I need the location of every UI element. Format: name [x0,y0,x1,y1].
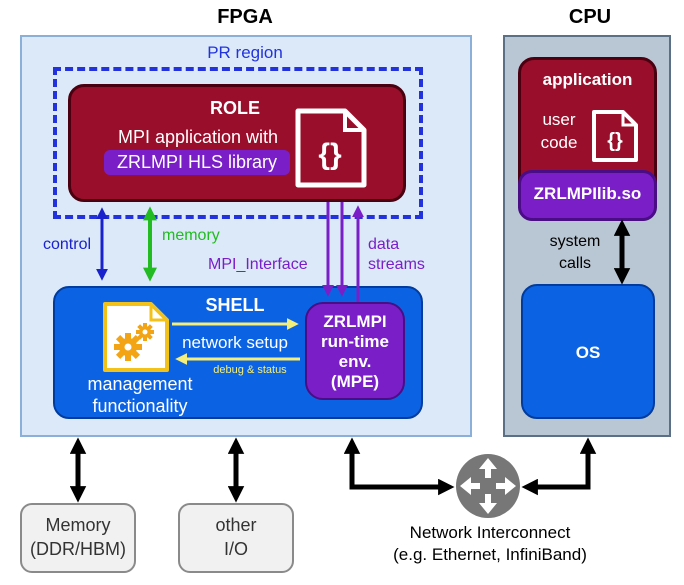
cpu-network-arrow [521,437,597,496]
role-line2: ZRLMPI HLS library [104,150,290,175]
mpe-line4: (MPE) [330,372,380,391]
memory-box-line1: Memory [45,515,111,535]
user-code-icon: {} [592,110,638,162]
role-box [68,84,406,202]
pr-region-label: PR region [207,43,283,62]
mpe-line2: run-time [321,332,389,351]
debug-status-label: debug & status [213,364,287,376]
user-code-line2: code [540,133,578,152]
svg-text:{}: {} [607,130,623,152]
syscalls-line2: calls [558,255,591,272]
memory-link-label: memory [162,227,220,244]
application-title: application [542,70,633,89]
network-line1: Network Interconnect [409,523,571,542]
memory-box [20,503,136,573]
role-title: ROLE [209,98,260,118]
data-label: data [368,236,400,253]
mpi-interface-label: MPI_Interface [208,256,308,273]
shell-title: SHELL [205,295,265,315]
code-file-icon: {} [295,108,367,188]
mgmt-line2: functionality [92,396,188,416]
network-line2: (e.g. Ethernet, InfiniBand) [393,545,587,564]
other-io-box [178,503,294,573]
fpga-network-arrow [343,437,455,496]
memory-box-line2: (DDR/HBM) [30,539,126,559]
other-io-line1: other [215,515,257,535]
mpe-line1: ZRLMPI [323,312,387,331]
mpe-line3: env. [338,352,372,371]
syscalls-line1: system [549,233,601,250]
network-setup-label: network setup [182,333,288,352]
gears-icon [103,302,169,372]
svg-text:{}: {} [318,138,342,171]
router-icon [456,454,520,518]
mpe-box [305,302,405,400]
pr-region [53,67,423,219]
role-line1: MPI application with [117,127,279,147]
mgmt-line1: management [87,374,193,394]
other-io-line2: I/O [223,539,248,559]
control-label: control [43,236,92,253]
zrlmpilib-label: ZRLMPIlib.so [533,184,642,203]
os-box [521,284,655,419]
os-label: OS [575,343,601,362]
user-code-line1: user [542,110,576,129]
cpu-title: CPU [568,6,612,28]
streams-label: streams [368,256,425,273]
zrlmpilib-box [518,170,657,221]
fpga-title: FPGA [217,6,273,28]
